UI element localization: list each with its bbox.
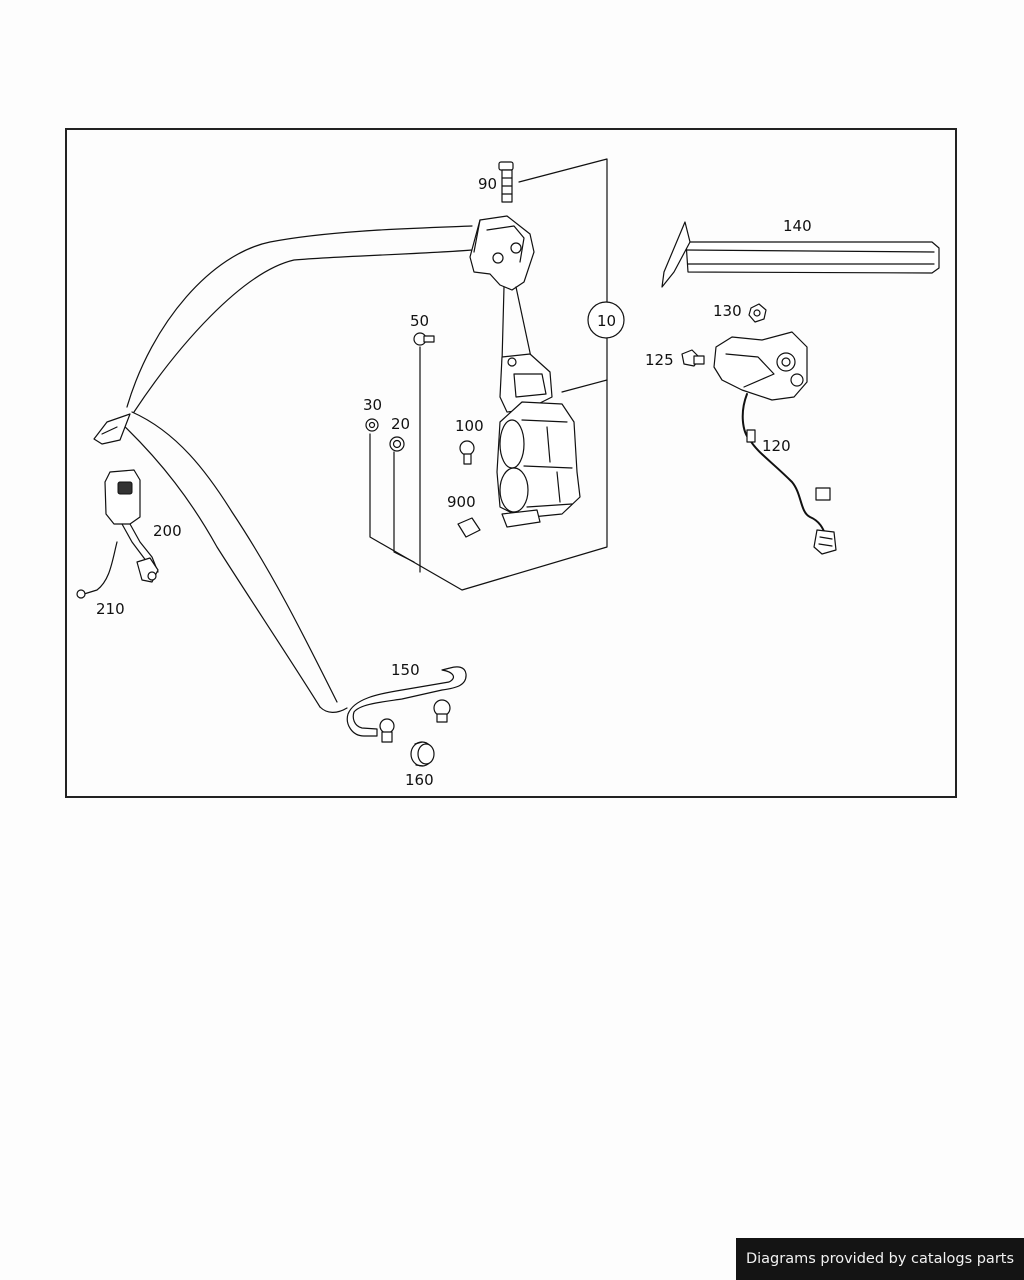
callout-label-140: 140 — [783, 217, 812, 235]
callout-label-10: 10 — [597, 312, 616, 330]
callout-label-125: 125 — [645, 351, 674, 369]
footer-credit-text: Diagrams provided by catalogs parts — [745, 1251, 1015, 1267]
seat-belt-exploded-diagram: 90 140 10 130 50 125 30 20 100 120 900 2… — [76, 158, 940, 789]
part-140-trim — [661, 221, 940, 288]
part-210-wire — [76, 541, 118, 599]
part-150-rail — [346, 666, 467, 743]
callout-label-160: 160 — [405, 771, 434, 789]
callout-10-circle — [587, 301, 625, 339]
callout-labels: 90 140 10 130 50 125 30 20 100 120 900 2… — [96, 175, 812, 789]
part-125-bolt — [681, 349, 705, 367]
callout-label-150: 150 — [391, 661, 420, 679]
part-100-bolt — [459, 440, 475, 465]
callout-label-200: 200 — [153, 522, 182, 540]
footer-credit-banner: Diagrams provided by catalogs parts — [736, 1238, 1024, 1280]
part-130-nut — [748, 303, 767, 323]
callout-label-90: 90 — [478, 175, 497, 193]
part-90-bolt — [498, 161, 514, 203]
part-10-retractor — [469, 215, 581, 528]
callout-label-900: 900 — [447, 493, 476, 511]
parts-diagram-frame: 90 140 10 130 50 125 30 20 100 120 900 2… — [65, 128, 957, 798]
part-900-clip — [457, 517, 481, 538]
callout-label-130: 130 — [713, 302, 742, 320]
part-30-washer — [365, 418, 379, 432]
part-160-sleeve — [410, 741, 435, 767]
belt-webbing — [93, 225, 473, 713]
leader-lines — [369, 158, 608, 591]
callout-label-210: 210 — [96, 600, 125, 618]
callout-label-20: 20 — [391, 415, 410, 433]
callout-label-30: 30 — [363, 396, 382, 414]
part-200-buckle — [104, 469, 159, 583]
callout-label-120: 120 — [762, 437, 791, 455]
part-120-adjuster — [713, 331, 837, 555]
callout-label-50: 50 — [410, 312, 429, 330]
part-20-washer — [389, 436, 405, 452]
callout-label-100: 100 — [455, 417, 484, 435]
part-50-bolt — [413, 332, 435, 346]
